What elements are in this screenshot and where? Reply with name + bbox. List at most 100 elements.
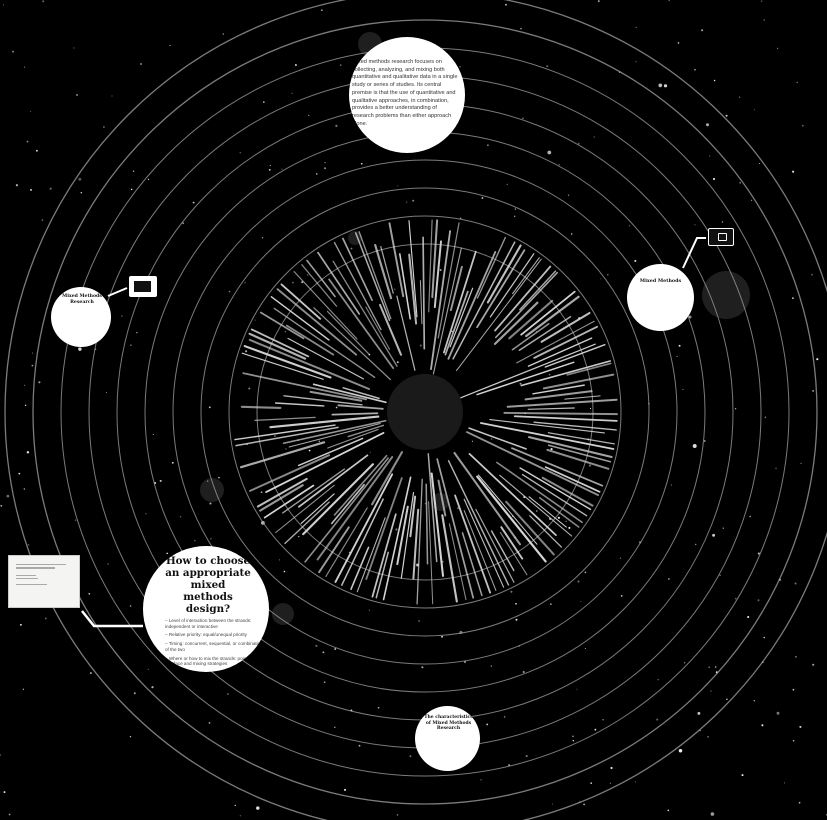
choose-point: – Level of interaction between the stran… — [165, 618, 263, 629]
star — [0, 754, 1, 755]
burst-ray — [338, 405, 382, 409]
star — [279, 559, 280, 560]
nebula-spot — [702, 271, 750, 319]
star — [209, 722, 211, 724]
star — [361, 163, 363, 165]
document-thumbnail[interactable] — [8, 555, 80, 608]
star — [440, 269, 442, 271]
star — [18, 473, 20, 475]
star — [3, 4, 4, 5]
star — [656, 719, 658, 721]
star — [130, 345, 131, 346]
star — [621, 595, 623, 597]
star — [30, 189, 32, 191]
star — [285, 448, 287, 450]
star — [9, 814, 11, 816]
characteristics-bubble[interactable]: The characteristics of Mixed Methods Res… — [415, 706, 480, 771]
star — [565, 521, 566, 522]
bubble-title: Mixed Methods — [631, 278, 690, 284]
burst-ray — [453, 242, 515, 359]
star — [777, 712, 780, 715]
star — [504, 716, 506, 718]
star — [20, 624, 22, 626]
burst-ray — [444, 252, 476, 353]
star — [172, 462, 174, 464]
star — [148, 669, 149, 670]
star — [307, 274, 308, 275]
star — [223, 33, 225, 35]
mixed-methods-bubble[interactable]: Mixed Methods — [627, 264, 694, 331]
monitor-screen — [718, 233, 727, 241]
star — [722, 221, 724, 223]
mixed-methods-research-bubble[interactable]: Mixed Methods Research — [51, 287, 111, 347]
star — [799, 726, 801, 728]
star — [136, 332, 137, 333]
star — [726, 115, 728, 117]
star — [90, 672, 92, 674]
star — [754, 109, 755, 110]
star — [795, 656, 797, 658]
star — [763, 19, 765, 21]
star — [715, 666, 717, 668]
star — [210, 538, 211, 539]
star — [480, 779, 481, 780]
star — [658, 84, 662, 88]
star — [510, 591, 512, 593]
burst-ray — [565, 396, 600, 399]
burst-ray — [285, 502, 329, 543]
star — [295, 64, 297, 66]
star — [78, 178, 81, 181]
star — [4, 791, 6, 793]
star — [7, 495, 10, 498]
star — [590, 408, 591, 409]
star — [536, 510, 537, 511]
monitor-icon[interactable] — [708, 228, 734, 246]
star — [140, 63, 142, 65]
star — [677, 356, 678, 357]
monitor-icon[interactable] — [129, 276, 157, 297]
star — [594, 729, 596, 731]
star — [629, 225, 630, 226]
star — [50, 188, 52, 190]
star — [262, 237, 263, 238]
star — [42, 0, 44, 2]
star — [551, 448, 553, 450]
star — [130, 605, 132, 607]
star — [270, 165, 271, 166]
star — [610, 783, 611, 784]
star — [523, 671, 525, 673]
nebula-spot — [272, 603, 294, 625]
star — [244, 282, 245, 283]
definition-bubble[interactable]: Mixed methods research focuses on collec… — [349, 37, 465, 153]
star — [682, 389, 683, 390]
star — [749, 516, 751, 518]
star — [359, 745, 361, 747]
star — [316, 173, 318, 175]
burst-ray — [481, 423, 614, 449]
star — [667, 810, 669, 812]
star — [318, 440, 320, 442]
starburst-core — [235, 220, 617, 604]
star — [0, 505, 2, 507]
star — [697, 712, 700, 715]
star — [635, 781, 636, 782]
star — [739, 182, 741, 184]
star — [505, 4, 507, 6]
star — [340, 64, 341, 65]
star — [573, 740, 574, 741]
star — [590, 782, 592, 784]
star — [151, 686, 153, 688]
star — [812, 664, 814, 666]
star — [420, 345, 422, 347]
star — [589, 465, 591, 467]
bubble-title: How to choose an appropriate mixed metho… — [165, 555, 263, 615]
star — [27, 141, 29, 143]
choose-design-bubble[interactable]: How to choose an appropriate mixed metho… — [143, 546, 269, 672]
star — [684, 662, 685, 663]
burst-ray — [488, 246, 521, 303]
star — [546, 65, 548, 67]
star — [229, 291, 231, 293]
star — [209, 502, 211, 504]
star — [180, 516, 182, 518]
choose-point: – Timing: concurrent, sequential, or com… — [165, 641, 263, 652]
